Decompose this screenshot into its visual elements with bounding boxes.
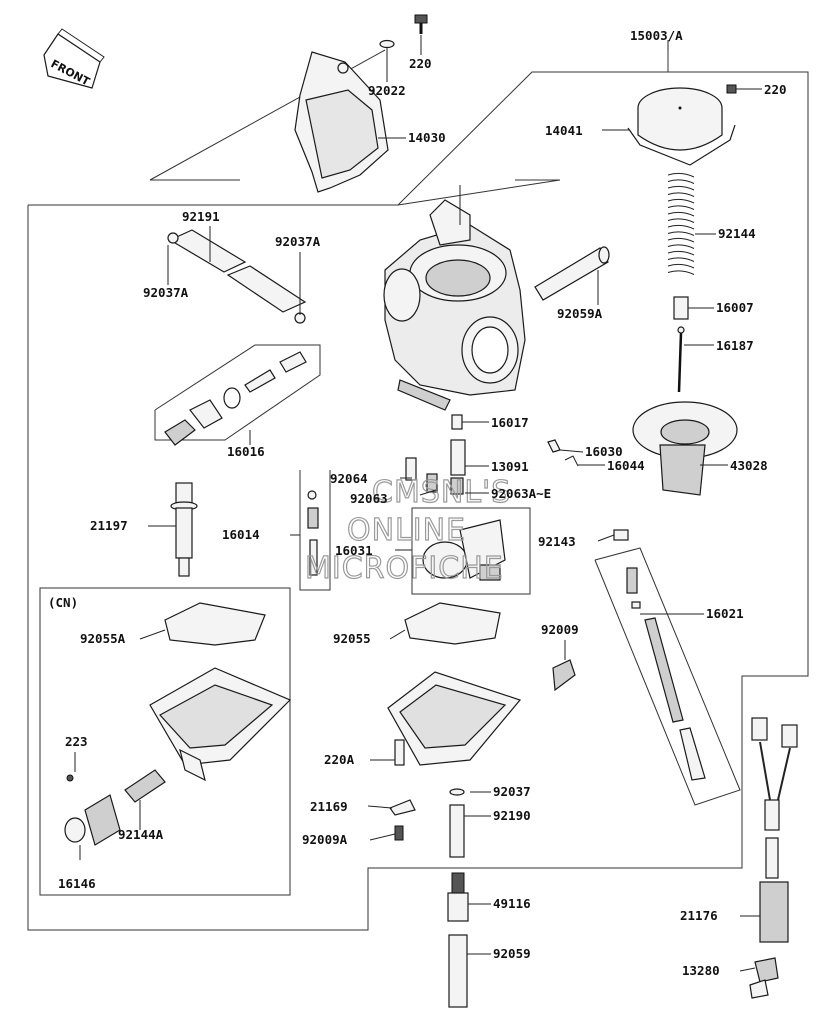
part-labels: 220 92022 14030 15003/A 220 14041 92144 …	[58, 28, 787, 978]
front-arrow: FRONT	[43, 28, 105, 89]
leader-lines	[74, 35, 762, 972]
hose-92059A-part	[534, 246, 610, 301]
carburetor-body-part	[383, 185, 526, 411]
part-label: 92059A	[557, 306, 603, 321]
cn-label: (CN)	[48, 595, 78, 610]
leader-line	[739, 967, 756, 972]
leader-line	[419, 489, 437, 496]
part-label: 220	[409, 56, 432, 71]
part-label: 13280	[682, 963, 720, 978]
part-label: 16031	[335, 543, 373, 558]
watermark-line-2: ONLINE	[347, 513, 466, 548]
leader-line	[559, 449, 584, 453]
float-bowl-part	[387, 602, 576, 766]
part-label: 16014	[222, 527, 260, 542]
hose-92191-part	[167, 229, 307, 324]
part-label: 16021	[706, 606, 744, 621]
part-label: 92055	[333, 631, 371, 646]
top-cover-part	[294, 51, 389, 193]
part-label: 21176	[680, 908, 718, 923]
part-label: 92063A~E	[491, 486, 551, 501]
part-label: 14030	[408, 130, 446, 145]
part-label: 21169	[310, 799, 348, 814]
part-label: 92009A	[302, 832, 348, 847]
leader-line	[367, 805, 393, 809]
starter-valve-assembly	[154, 344, 321, 446]
leader-line	[139, 629, 166, 640]
part-label: 21197	[90, 518, 128, 533]
chamber-cover-part	[627, 84, 737, 166]
part-label: 92059	[493, 946, 531, 961]
wiring-harness-part	[749, 717, 798, 999]
needle-parts	[673, 296, 689, 393]
leader-line	[597, 534, 615, 542]
part-label: 16007	[716, 300, 754, 315]
part-label: 92009	[541, 622, 579, 637]
needle-jet-set	[594, 529, 741, 806]
part-label: 92022	[368, 83, 406, 98]
part-label: 16187	[716, 338, 754, 353]
part-label: 92037	[493, 784, 531, 799]
throttle-sensor-box	[411, 507, 531, 595]
part-label: 15003/A	[630, 28, 683, 43]
part-label: 220	[764, 82, 787, 97]
fitting-21197-part	[170, 482, 198, 577]
part-label: 92037A	[143, 285, 189, 300]
part-label: 92037A	[275, 234, 321, 249]
part-label: 92190	[493, 808, 531, 823]
part-label: 49116	[493, 896, 531, 911]
part-label: 92063	[350, 491, 388, 506]
part-label: 220A	[324, 752, 355, 767]
drain-parts	[389, 788, 469, 1008]
part-label: 92064	[330, 471, 368, 486]
diaphragm-piston-part	[632, 401, 738, 496]
part-label: 16017	[491, 415, 529, 430]
watermark-line-3: MICROFICHE	[305, 551, 504, 586]
part-label: 16016	[227, 444, 265, 459]
part-label: 43028	[730, 458, 768, 473]
pilot-jet-set	[299, 470, 331, 591]
clip-parts	[547, 439, 579, 467]
part-label: 16146	[58, 876, 96, 891]
assembly-frame	[27, 49, 809, 931]
part-label: 13091	[491, 459, 529, 474]
part-label: 14041	[545, 123, 583, 138]
part-label: 92055A	[80, 631, 126, 646]
leader-line	[369, 833, 396, 841]
part-label: 16030	[585, 444, 623, 459]
part-label: 92191	[182, 209, 220, 224]
part-label: 92144	[718, 226, 756, 241]
spring-part	[667, 172, 695, 275]
part-label: 92143	[538, 534, 576, 549]
leader-line	[389, 629, 406, 640]
part-label: 92144A	[118, 827, 164, 842]
part-label: 16044	[607, 458, 645, 473]
cn-variant-box: (CN)	[39, 587, 292, 896]
spring-coil	[667, 172, 695, 275]
top-screw-part	[379, 14, 428, 49]
part-label: 223	[65, 734, 88, 749]
